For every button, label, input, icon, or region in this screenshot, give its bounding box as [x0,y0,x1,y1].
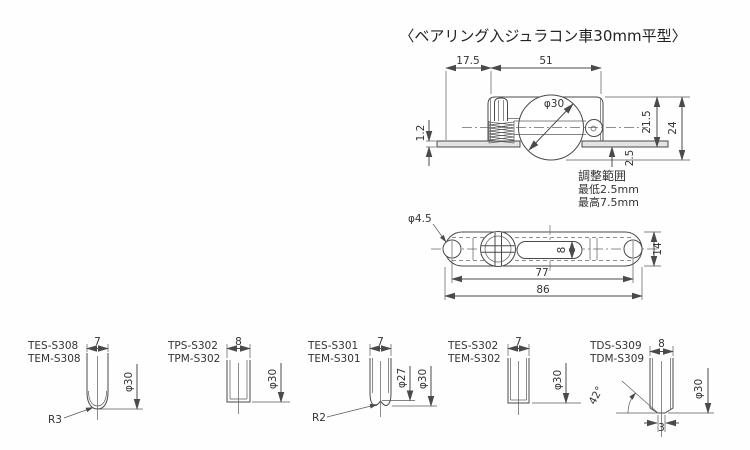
plate-width-label: 14 [652,242,664,256]
profile3-model-line1: TES-S301 [307,340,358,352]
plate-thickness-dimension: 1.2 [415,120,436,166]
plan-view-drawing: 8 φ4.5 14 77 86 [408,213,664,300]
profile5-dia-label: φ30 [693,379,705,399]
profile3-model-line2: TEM-S301 [307,353,361,365]
profile1-model-line2: TEM-S308 [27,353,81,365]
profile1-width-label: 7 [94,336,101,348]
pivot-rivet [586,120,603,137]
dim-offset-label: 17.5 [456,55,479,67]
plate-thickness-label: 1.2 [415,125,427,142]
profile-tps-s302: TPS-S302 TPM-S302 8 φ30 [167,336,290,414]
profile3-dia-inner-label: φ27 [396,368,408,388]
profile4-dia-label: φ30 [552,370,564,390]
profile4-width-label: 7 [515,336,522,348]
protrusion-label: 2.5 [624,150,636,167]
side-view-drawing: 17.5 51 φ3 [415,55,690,209]
mounting-plate-left [437,141,520,147]
wheel-dia-dimension: φ30 [528,98,574,151]
adjustment-range-note: 調整範囲 最低2.5mm 最高7.5mm [578,168,639,209]
height-inner-label: 21.5 [641,110,653,133]
dim-body-width-label: 51 [539,55,552,67]
slot-width-dimension: 8 [556,240,576,260]
profile2-model-line1: TPS-S302 [167,340,218,352]
page-title: 〈ベアリング入ジュラコン車30mm平型〉 [399,27,686,45]
profile3-dia-label: φ30 [417,369,429,389]
adjustment-slot [517,242,582,259]
side-view-height-dimensions: 21.5 24 2.5 [566,96,690,167]
height-total-label: 24 [667,121,679,135]
profile1-radius-label: R3 [48,414,62,426]
profile-tds-s309: TDS-S309 TDM-S309 8 42° 3 φ30 [587,338,714,437]
profile3-width-label: 7 [377,336,384,348]
profile4-model-line1: TES-S302 [447,340,498,352]
profile1-model-line1: TES-S308 [27,340,78,352]
side-view-top-dimensions: 17.5 51 [445,55,602,140]
profile5-bottom-width-label: 3 [658,422,665,434]
profile2-width-label: 8 [235,336,242,348]
slot-width-label: 8 [556,247,568,254]
note-line1: 調整範囲 [578,168,626,183]
profile-tes-s301: TES-S301 TEM-S301 7 R2 φ27 φ30 [307,336,437,424]
profile5-width-label: 8 [658,338,665,350]
profile3-radius-label: R2 [312,412,326,424]
profile5-model-line2: TDM-S309 [589,353,644,365]
note-line2: 最低2.5mm [578,183,639,196]
hole-dia-label: φ4.5 [408,213,432,225]
wheel-dia-label: φ30 [544,98,564,110]
profile-tes-s302: TES-S302 TEM-S302 7 φ30 [447,336,581,415]
profile1-dia-label: φ30 [123,372,135,392]
mounting-plate-right [582,141,668,147]
phillips-screw [479,230,517,268]
spring [489,121,514,143]
profile5-model-line1: TDS-S309 [589,340,642,352]
hole-pitch-label: 77 [535,267,548,279]
note-line3: 最高7.5mm [578,195,639,209]
profile-tes-s308: TES-S308 TEM-S308 7 R3 φ30 [27,336,143,426]
profile2-model-line2: TPM-S302 [167,353,220,365]
hole-dia-dimension: φ4.5 [408,213,447,243]
profile2-dia-label: φ30 [267,369,279,389]
profile5-angle-label: 42° [587,385,606,407]
profile4-model-line2: TEM-S302 [447,353,501,365]
total-length-label: 86 [536,284,550,296]
plan-view-dimensions: 14 77 86 [444,231,664,300]
